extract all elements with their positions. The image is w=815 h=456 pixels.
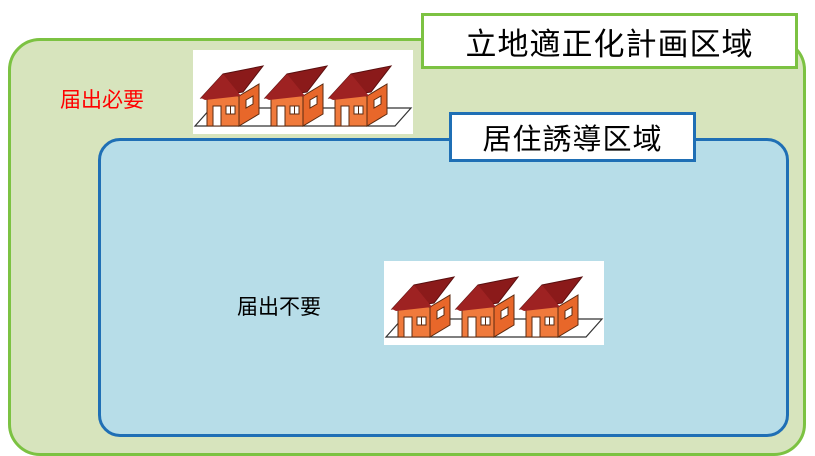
house-icon	[328, 65, 392, 127]
notification-not-required-label: 届出不要	[237, 295, 321, 319]
house-icon	[455, 276, 519, 338]
house-icon	[200, 65, 264, 127]
house-icon	[519, 276, 583, 338]
notification-required-label: 届出必要	[60, 88, 144, 112]
planning-area-label-text: 立地適正化計画区域	[465, 26, 754, 63]
residential-guidance-area-label-text: 居住誘導区域	[482, 122, 663, 156]
house-icon	[391, 276, 455, 338]
houses-outer-svg	[193, 65, 413, 127]
houses-group-outer	[193, 50, 413, 134]
houses-inner-svg	[384, 276, 604, 338]
residential-guidance-area-label: 居住誘導区域	[449, 112, 696, 162]
planning-area-label: 立地適正化計画区域	[421, 13, 798, 69]
houses-group-inner	[384, 261, 604, 345]
house-icon	[264, 65, 328, 127]
